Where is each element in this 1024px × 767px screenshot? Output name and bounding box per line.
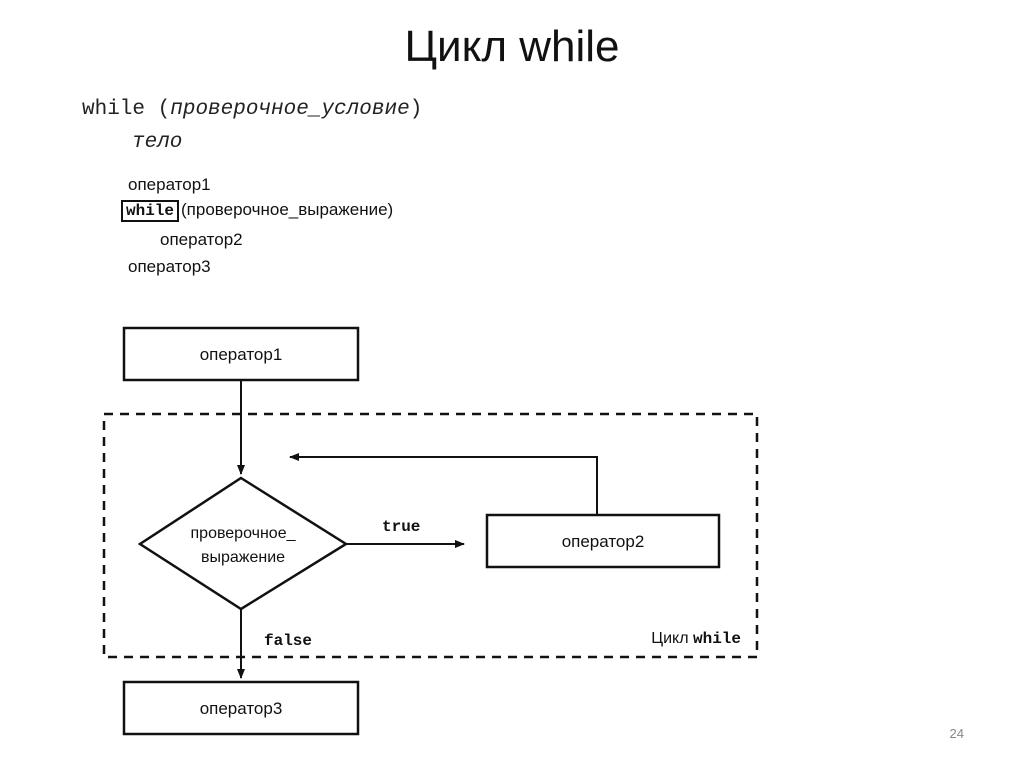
true-label: true (382, 518, 420, 536)
example-expression: (проверочное_выражение) (181, 200, 394, 219)
page-number: 24 (949, 726, 964, 741)
decision-label-line1: проверочное_ (191, 525, 297, 542)
operator3-box (122, 680, 360, 736)
decision-diamond (137, 476, 349, 611)
false-label: false (264, 632, 312, 650)
loop-label-prefix: Цикл (651, 630, 693, 647)
syntax-keyword: while (82, 98, 146, 121)
operator1-box (122, 326, 360, 382)
syntax-header: while (проверочное_условие) (82, 98, 422, 121)
example-while-keyword: while (121, 200, 180, 222)
example-line-operator3: оператор3 (128, 257, 211, 276)
example-line-operator2: оператор2 (160, 230, 243, 249)
decision-label-line2: выражение (201, 549, 285, 566)
example-line-while: while(проверочное_выражение) (121, 200, 393, 222)
operator2-box (485, 513, 721, 569)
syntax-open-paren: ( (157, 98, 171, 121)
syntax-body: тело (132, 131, 183, 154)
operator1-box-label: оператор1 (200, 345, 283, 364)
loop-label: Цикл while (651, 630, 741, 648)
example-line-operator1: оператор1 (128, 175, 211, 194)
slide-title: Цикл while (404, 22, 620, 71)
syntax-condition: проверочное_условие (170, 98, 410, 121)
arrow-loop-back (289, 453, 598, 515)
loop-region-border (102, 412, 759, 659)
operator3-box-label: оператор3 (200, 699, 283, 718)
operator2-box-label: оператор2 (562, 532, 645, 551)
loop-label-keyword: while (693, 630, 741, 648)
syntax-close-paren: ) (409, 98, 423, 121)
